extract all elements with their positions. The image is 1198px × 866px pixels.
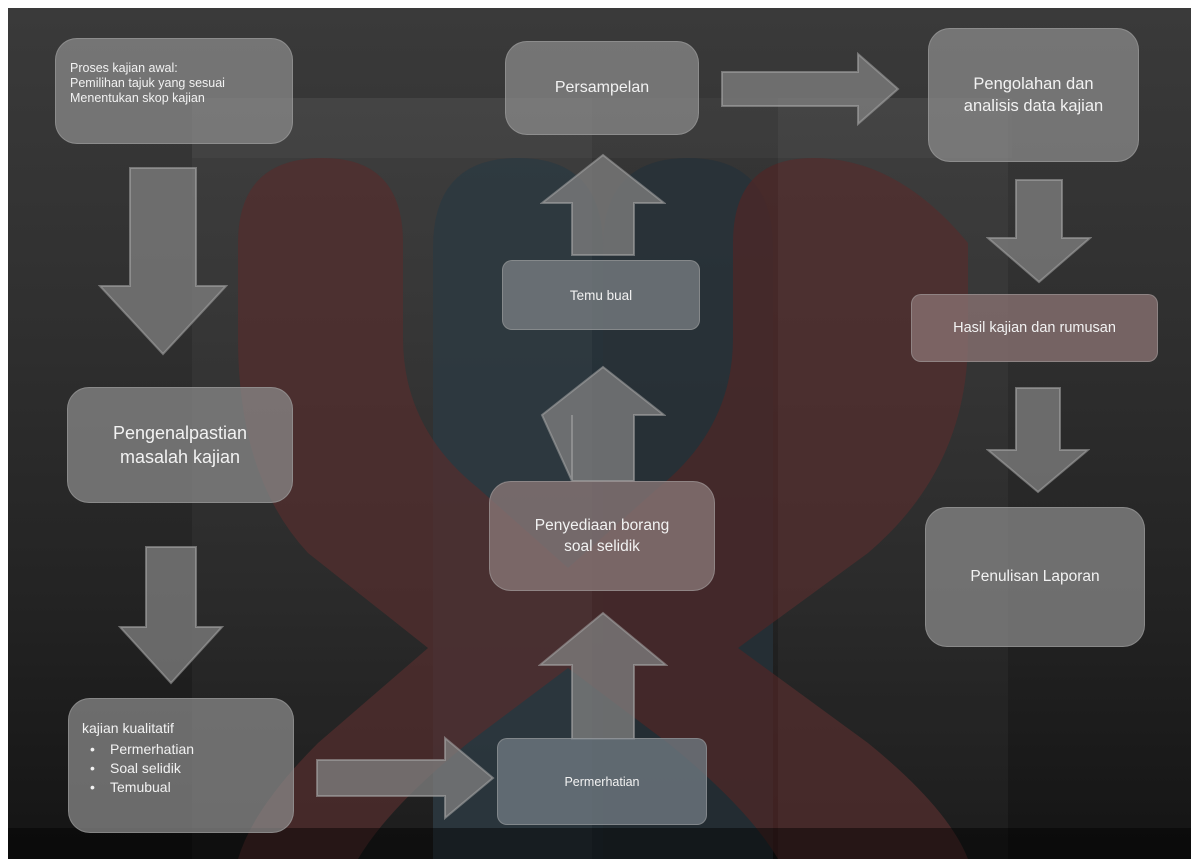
questionnaire-preparation-label: Penyediaan borang soal selidik	[534, 517, 670, 555]
box-results-conclusion: Hasil kajian dan rumusan	[911, 294, 1158, 362]
results-conclusion-label: Hasil kajian dan rumusan	[953, 320, 1116, 336]
bullet-marker: •	[90, 779, 95, 795]
background-band-bottom	[8, 828, 1191, 859]
box-interview: Temu bual	[502, 260, 700, 330]
list-item: •Soal selidik	[90, 760, 181, 776]
box-initial-process: Proses kajian awal: Pemilihan tajuk yang…	[55, 38, 293, 144]
problem-identification-label: Pengenalpastian masalah kajian	[112, 423, 248, 467]
arrow-down-right-top	[986, 179, 1092, 284]
bullet-marker: •	[90, 760, 95, 776]
bullet-marker: •	[90, 741, 95, 757]
list-item: •Permerhatian	[90, 741, 195, 757]
logo-red-shape	[238, 158, 968, 859]
qualitative-heading: kajian kualitatif	[82, 720, 174, 736]
report-writing-label: Penulisan Laporan	[970, 568, 1100, 585]
arrow-down-left-middle	[118, 546, 224, 685]
box-qualitative-study: kajian kualitatif •Permerhatian •Soal se…	[68, 698, 294, 833]
interview-label: Temu bual	[569, 287, 633, 303]
diagram-canvas: Proses kajian awal: Pemilihan tajuk yang…	[8, 8, 1191, 859]
qualitative-method-list: •Permerhatian •Soal selidik •Temubual	[82, 740, 194, 797]
arrow-right-bottom	[316, 736, 495, 820]
arrow-up-to-interview	[540, 365, 666, 482]
arrow-up-to-sampling	[540, 153, 666, 256]
arrow-right-top	[721, 52, 900, 126]
initial-process-line-1: Proses kajian awal:	[70, 61, 178, 75]
box-problem-identification: Pengenalpastian masalah kajian	[67, 387, 293, 503]
box-questionnaire-preparation: Penyediaan borang soal selidik	[489, 481, 715, 591]
box-sampling: Persampelan	[505, 41, 699, 135]
observation-label: Permerhatian	[564, 774, 640, 789]
initial-process-line-2: Pemilihan tajuk yang sesuai	[70, 76, 225, 90]
arrow-down-large	[98, 167, 228, 356]
sampling-label: Persampelan	[554, 79, 650, 96]
box-report-writing: Penulisan Laporan	[925, 507, 1145, 647]
arrow-down-right-bottom	[986, 387, 1090, 494]
list-item: •Temubual	[90, 779, 171, 795]
data-processing-label: Pengolahan dan analisis data kajian	[963, 75, 1104, 115]
initial-process-line-3: Menentukan skop kajian	[70, 91, 205, 105]
box-data-processing: Pengolahan dan analisis data kajian	[928, 28, 1139, 162]
box-observation: Permerhatian	[497, 738, 707, 825]
arrow-up-to-questionnaire	[538, 611, 668, 740]
background-band-right	[778, 98, 1008, 859]
